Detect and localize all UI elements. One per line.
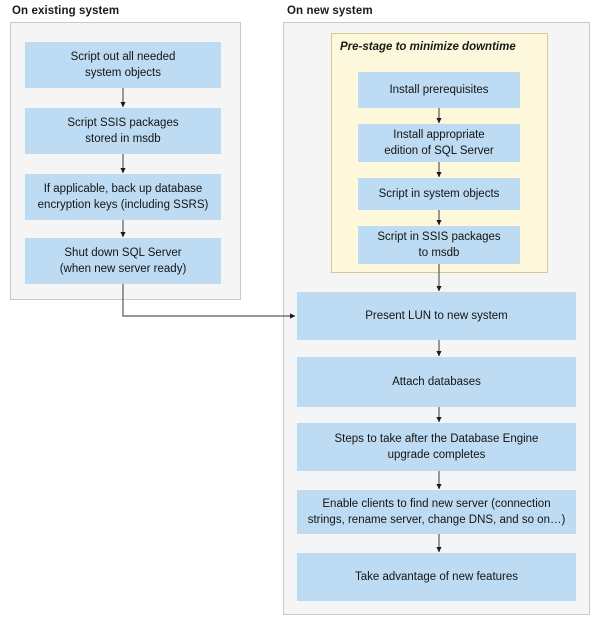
node-install-prerequisites[interactable]: Install prerequisites	[358, 72, 520, 108]
panel-title-existing-system: On existing system	[12, 5, 120, 17]
node-script-ssis-packages[interactable]: Script SSIS packages stored in msdb	[25, 108, 221, 154]
node-line: Enable clients to find new server (conne…	[322, 498, 551, 510]
node-post-upgrade-steps[interactable]: Steps to take after the Database Engine …	[297, 423, 576, 471]
node-line: If applicable, back up database	[43, 183, 203, 195]
panel-title-new-system: On new system	[287, 5, 373, 17]
node-line: strings, rename server, change DNS, and …	[307, 514, 566, 526]
group-prestage-label: Pre-stage to minimize downtime	[340, 41, 516, 53]
node-line: upgrade completes	[387, 449, 486, 461]
node-line: stored in msdb	[85, 133, 161, 145]
node-backup-encryption-keys[interactable]: If applicable, back up database encrypti…	[25, 174, 221, 220]
node-enable-clients-find-server[interactable]: Enable clients to find new server (conne…	[297, 490, 576, 534]
node-line: (when new server ready)	[59, 263, 187, 275]
node-script-in-system-objects[interactable]: Script in system objects	[358, 178, 520, 210]
node-present-lun[interactable]: Present LUN to new system	[297, 292, 576, 340]
node-line: Attach databases	[392, 376, 481, 388]
node-line: Install appropriate	[393, 129, 485, 141]
node-line: Shut down SQL Server	[64, 247, 182, 259]
node-line: Script out all needed	[70, 51, 176, 63]
node-line: Present LUN to new system	[365, 310, 508, 322]
node-line: edition of SQL Server	[384, 145, 494, 157]
node-line: Script in SSIS packages	[377, 231, 501, 243]
node-take-advantage-new-features[interactable]: Take advantage of new features	[297, 553, 576, 601]
node-shut-down-sql-server[interactable]: Shut down SQL Server (when new server re…	[25, 238, 221, 284]
node-line: Script SSIS packages	[67, 117, 179, 129]
node-line: Install prerequisites	[389, 84, 489, 96]
node-line: Take advantage of new features	[354, 571, 519, 583]
node-line: to msdb	[418, 247, 460, 259]
node-install-sql-server-edition[interactable]: Install appropriate edition of SQL Serve…	[358, 124, 520, 162]
node-line: Steps to take after the Database Engine	[334, 433, 539, 445]
node-line: Script in system objects	[378, 188, 500, 200]
node-line: system objects	[84, 67, 162, 79]
node-script-in-ssis-packages[interactable]: Script in SSIS packages to msdb	[358, 226, 520, 264]
node-line: encryption keys (including SSRS)	[37, 199, 209, 211]
node-attach-databases[interactable]: Attach databases	[297, 357, 576, 407]
node-script-out-system-objects[interactable]: Script out all needed system objects	[25, 42, 221, 88]
